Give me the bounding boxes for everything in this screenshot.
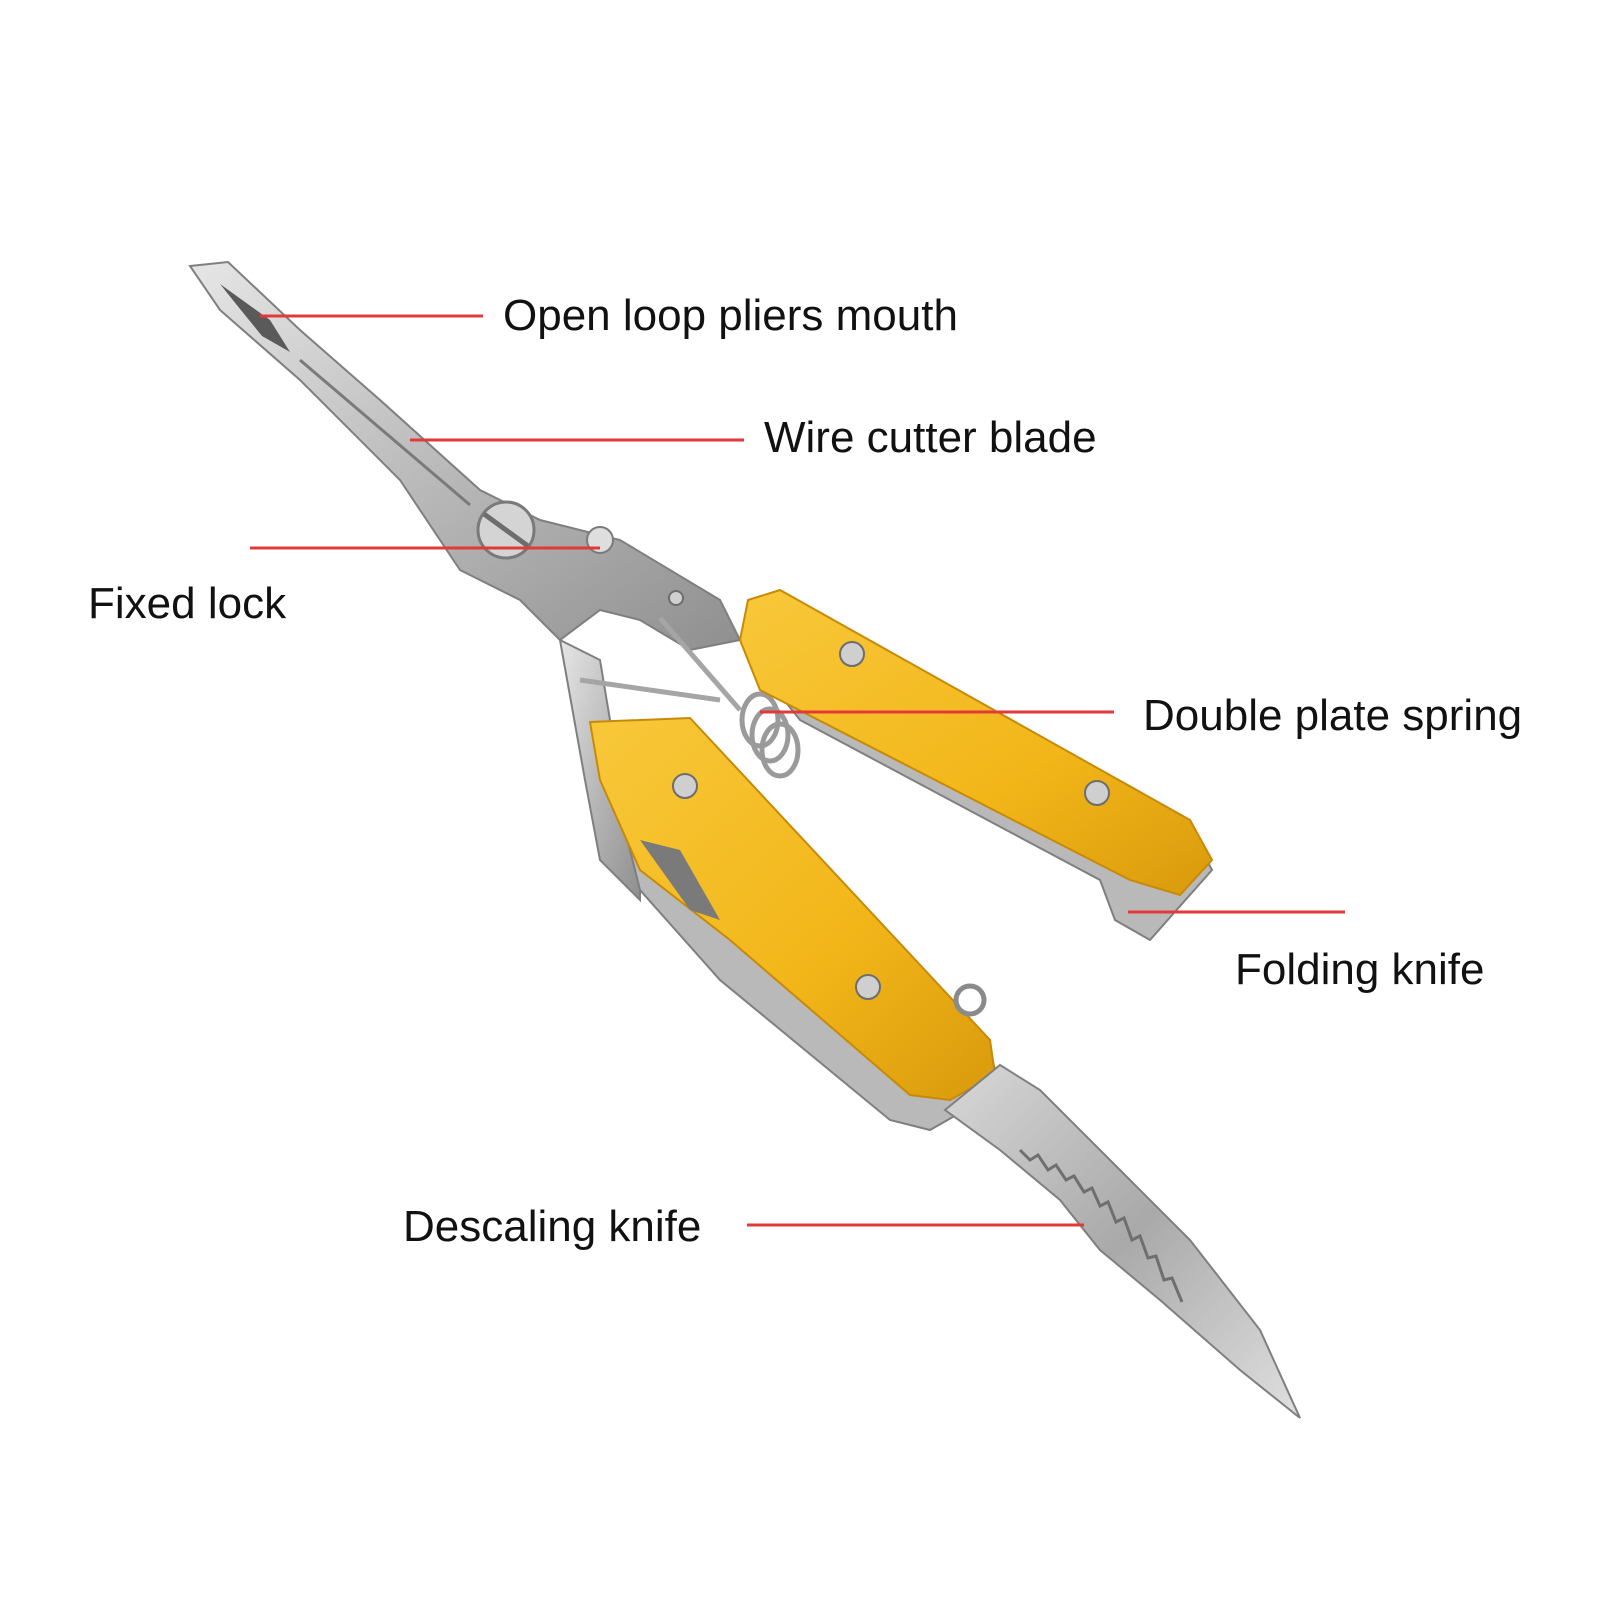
folding-slot [640,840,720,920]
label-fixed-lock: Fixed lock [88,579,287,628]
lower-handle-grip [588,716,997,1102]
handle-screw [672,773,698,799]
label-wire-cutter-blade: Wire cutter blade [764,413,1097,462]
lanyard-ring [953,983,987,1017]
handle-screw [855,974,881,1000]
rivet [668,590,684,606]
coil-spring [739,691,801,779]
label-double-plate-spring: Double plate spring [1143,691,1523,740]
descaling-knife-blade [943,1063,1301,1419]
cutter-edge [299,358,471,507]
handle-screw [839,641,865,667]
pivot-screw-slot [482,511,530,549]
spring-wire [579,616,742,712]
pliers-mouth-opening [220,284,290,352]
label-folding-knife: Folding knife [1235,945,1485,994]
label-descaling-knife: Descaling knife [403,1202,702,1251]
upper-handle-grip [738,588,1214,897]
label-open-loop-pliers-mouth: Open loop pliers mouth [503,291,958,340]
handle-screw [1084,780,1110,806]
leader-lines [250,314,1345,1227]
blade-serration [1018,1148,1184,1303]
